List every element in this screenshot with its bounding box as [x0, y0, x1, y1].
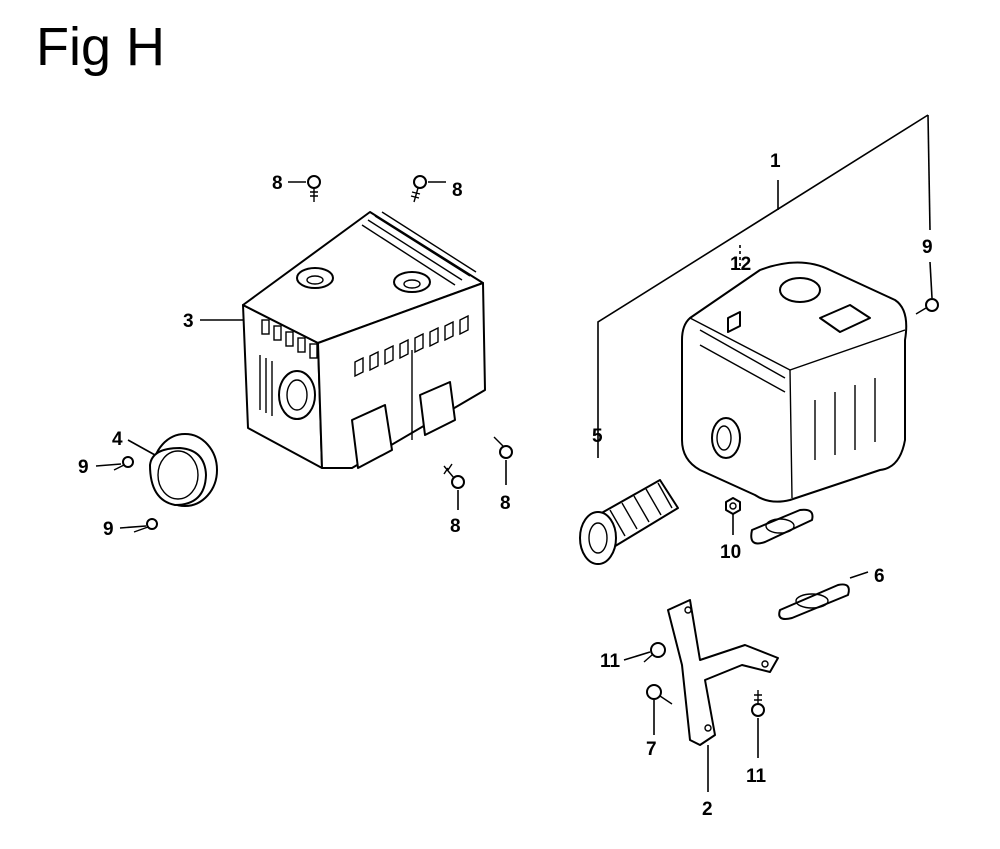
- muffler-gasket-part: [750, 508, 850, 620]
- callout-11-lower: 11: [746, 766, 767, 787]
- spark-arrester-part: [579, 479, 679, 565]
- callout-8-lower-right: 8: [500, 493, 511, 514]
- figure-title: Fig H: [36, 17, 166, 77]
- callout-8-top-left: 8: [272, 173, 283, 194]
- callout-11-upper: 11: [600, 651, 621, 672]
- muffler-body-part: [681, 261, 908, 503]
- callout-2: 2: [702, 799, 713, 820]
- leader-lines: [95, 114, 933, 792]
- muffler-stay-part: [667, 599, 779, 746]
- callout-labels: 1 2 3 4 5 6 7 8 8 8 8 9 9 9 10 11 11 12: [78, 151, 933, 820]
- callout-3: 3: [183, 311, 194, 332]
- callout-5: 5: [592, 426, 603, 447]
- callout-9-left-upper: 9: [78, 457, 89, 478]
- callout-10: 10: [720, 542, 741, 563]
- muffler-protector-part: [242, 211, 486, 469]
- callout-1: 1: [770, 151, 781, 172]
- callout-8-top-right: 8: [452, 180, 463, 201]
- bolt-fasteners: [113, 175, 939, 717]
- exhaust-cover-part: [149, 433, 218, 507]
- callout-4: 4: [112, 429, 123, 450]
- callout-9-left-lower: 9: [103, 519, 114, 540]
- callout-8-lower-middle: 8: [450, 516, 461, 537]
- callout-7: 7: [646, 739, 657, 760]
- callout-9-right: 9: [922, 237, 933, 258]
- callout-12: 12: [730, 254, 751, 275]
- callout-6: 6: [874, 566, 885, 587]
